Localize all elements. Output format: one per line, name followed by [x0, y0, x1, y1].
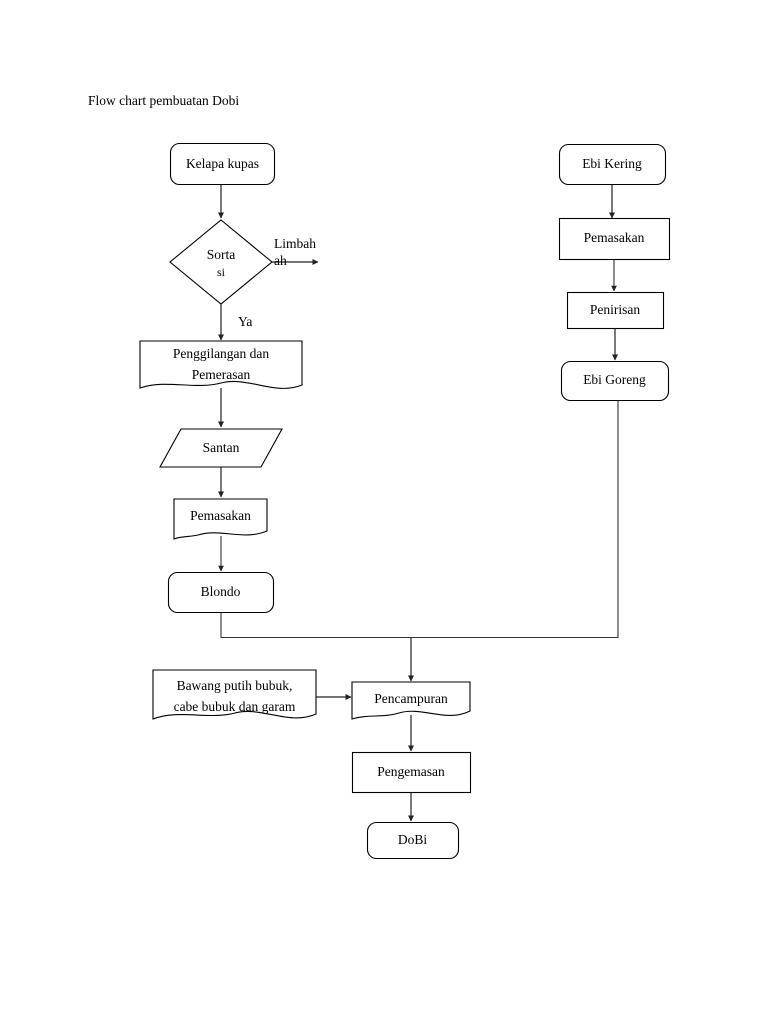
page-title: Flow chart pembuatan Dobi: [88, 93, 240, 108]
edge-blondo-to-bus: [220, 612, 411, 639]
node-ebi-goreng[interactable]: [560, 360, 670, 402]
node-penggilingan[interactable]: [139, 340, 303, 389]
node-penirisan[interactable]: [566, 291, 665, 330]
node-bumbu[interactable]: [152, 669, 317, 720]
edge-label-ya: Ya: [238, 314, 253, 329]
node-ebi-kering[interactable]: [558, 143, 667, 186]
node-blondo[interactable]: [167, 571, 275, 614]
node-pemasakan-kanan[interactable]: [558, 217, 671, 261]
node-pengemasan[interactable]: [351, 751, 472, 794]
node-santan[interactable]: [159, 428, 283, 468]
edge-label-limbah-line2: ah: [274, 253, 287, 268]
node-kelapa-kupas[interactable]: [169, 142, 276, 186]
edge-ebigoreng-to-bus: [411, 400, 619, 639]
edge-label-limbah-line1: Limbah: [274, 236, 316, 251]
node-dobi[interactable]: [366, 821, 460, 860]
node-sortasi[interactable]: [169, 219, 273, 305]
node-pencampuran[interactable]: [351, 681, 471, 720]
node-pemasakan-kiri[interactable]: [173, 498, 268, 540]
